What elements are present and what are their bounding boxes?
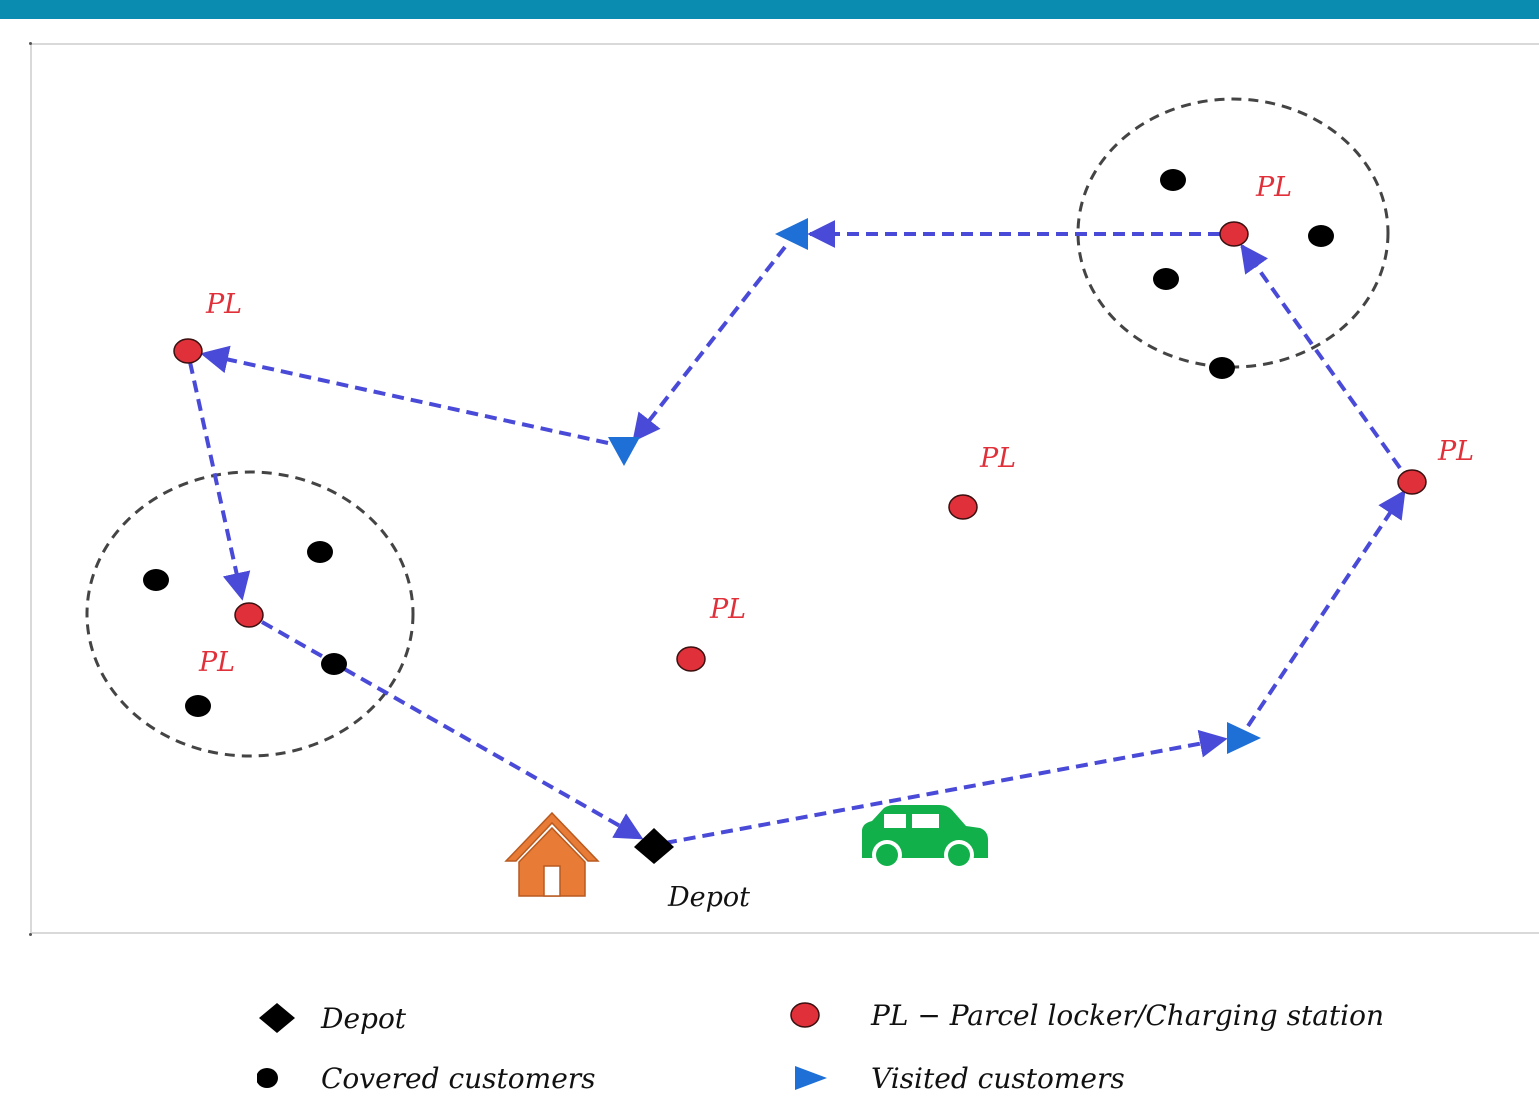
red-dot-icon [790,1002,820,1028]
covered-customer [1209,357,1235,379]
pl-label: PL [1255,172,1292,203]
parcel-locker [948,494,978,520]
diagram-frame [30,43,1539,934]
legend-covered: Covered customers [257,1058,596,1098]
legend-visited: Visited customers [789,1058,1125,1098]
legend-depot: Depot [257,998,406,1038]
route-arrow [188,361,251,601]
depot-label: Depot [667,882,750,913]
route-arrow [200,345,609,445]
frame-corner-dot [29,933,32,936]
route-arrow [1246,489,1406,728]
diamond-icon [259,1003,295,1033]
covered-customer [143,569,169,591]
pl-label: PL [205,289,242,320]
covered-customer [1160,169,1186,191]
covered-customer [307,541,333,563]
frame-corner-dot [29,42,32,45]
parcel-locker [173,338,203,364]
parcel-locker [1219,221,1249,247]
parcel-locker [234,602,264,628]
pl-label: PL [198,647,235,678]
parcel-locker [676,646,706,672]
covered-customer [185,695,211,717]
coverage-circle-left [85,470,415,758]
blue-triangle-icon [795,1066,827,1090]
pl-label: PL [979,443,1016,474]
covered-customer [1153,268,1179,290]
pl-label: PL [709,594,746,625]
legend-pl-label: PL − Parcel locker/Charging station [871,998,1384,1032]
top-bar [0,0,1539,19]
covered-customer [321,653,347,675]
route-arrow [261,620,644,840]
black-dot-icon [257,1068,278,1088]
legend-depot-label: Depot [321,1001,407,1035]
parcel-locker [1397,469,1427,495]
covered-customer [1308,225,1334,247]
car-icon [862,805,988,870]
visited-customer [1227,722,1261,754]
house-icon [504,811,600,897]
pl-label: PL [1437,436,1474,467]
route-arrow [632,245,787,443]
depot-marker [634,828,674,864]
legend-covered-label: Covered customers [321,1061,596,1095]
legend-pl: PL − Parcel locker/Charging station [789,995,1384,1035]
visited-customer [775,218,808,250]
route-arrow [1240,243,1402,470]
visited-customer [608,437,640,466]
legend-visited-label: Visited customers [871,1061,1125,1095]
